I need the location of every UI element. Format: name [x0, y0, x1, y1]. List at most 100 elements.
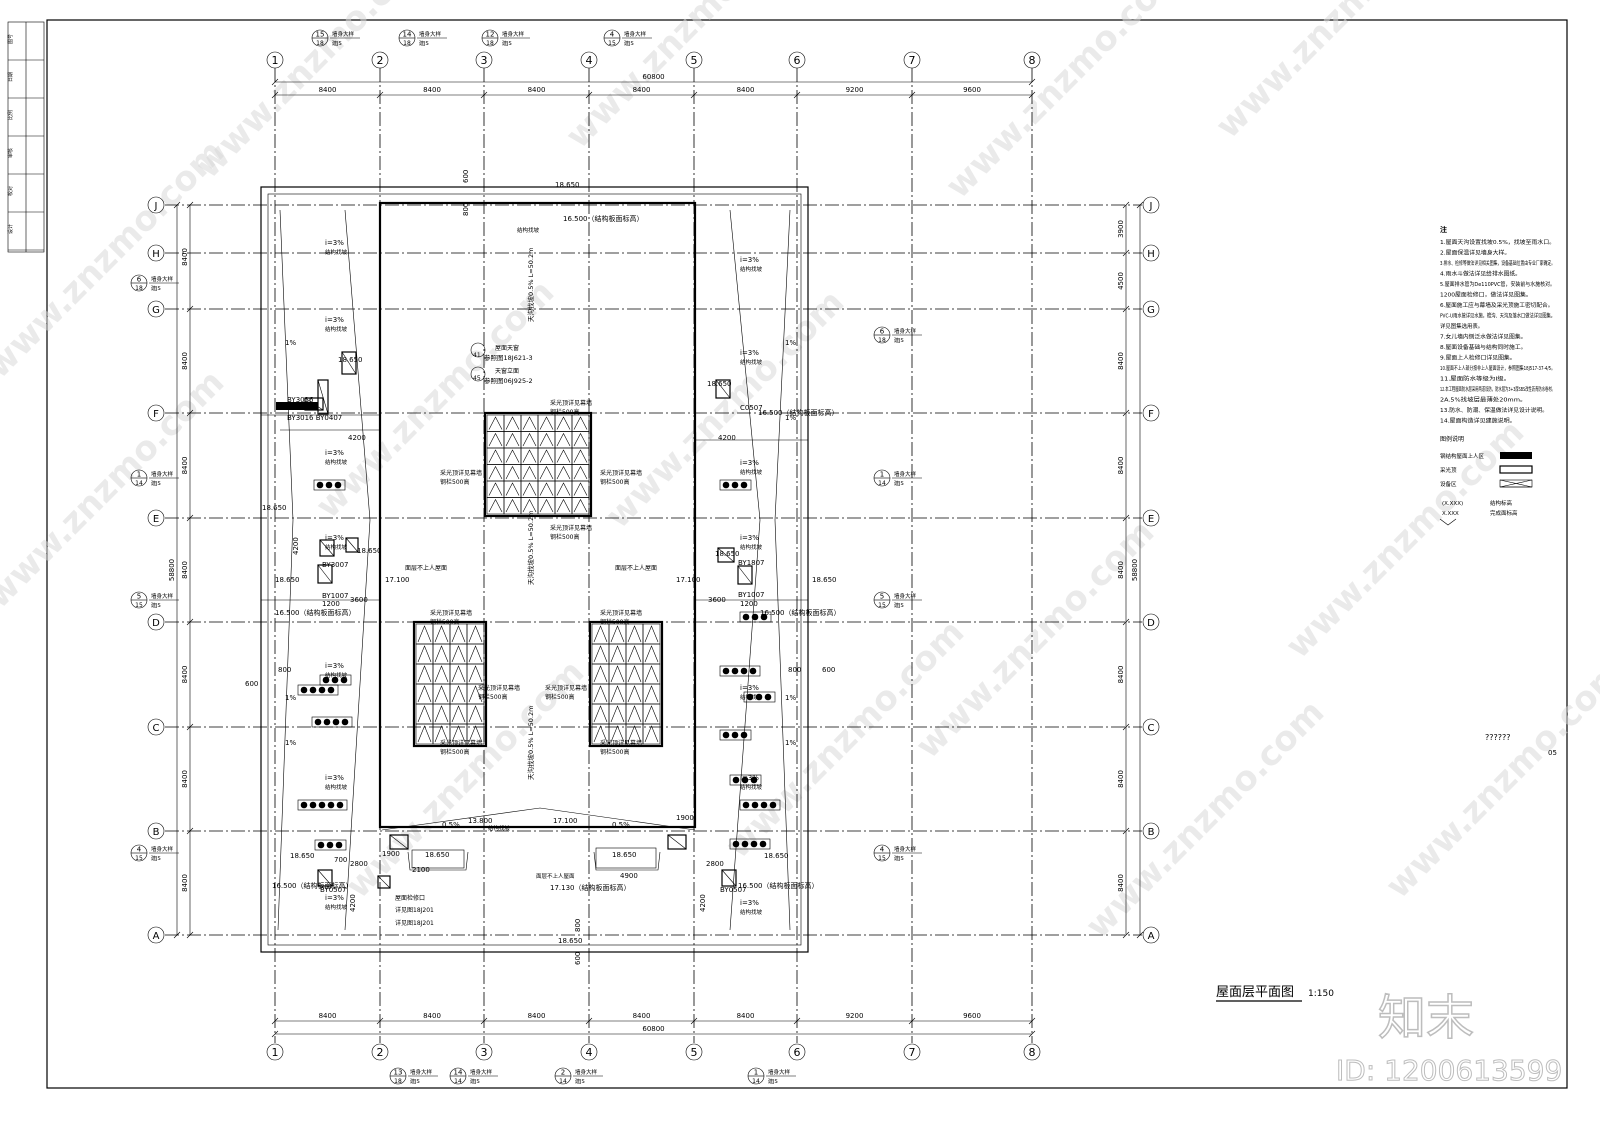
roof-finding-top: 结构找坡 — [517, 226, 540, 234]
bottom-section-mark-ref: 建JS — [575, 1078, 585, 1085]
note-line: 4.雨水斗做法详见给排水图纸。 — [1440, 270, 1521, 278]
misc-dim: 4200 — [292, 537, 300, 555]
note-line: 8.屋面设备基础与结构同时施工。 — [1440, 343, 1526, 351]
slope-finding-label: 结构找坡 — [325, 543, 348, 551]
bottom-section-mark-sheet: 14 — [559, 1078, 567, 1085]
watermark-text: www.znzmo.com — [0, 362, 232, 616]
bottom-section-mark-sheet: 14 — [454, 1078, 462, 1085]
grid-bubble-row-left — [147, 196, 165, 214]
left-section-mark-num: 5 — [137, 593, 141, 601]
vent-left-c3-frame — [319, 674, 352, 686]
grid-label-col: 6 — [794, 1046, 801, 1059]
skylight-center-pane-ridge — [522, 416, 537, 430]
skylight-right-pane-ridge — [610, 645, 625, 663]
vent-right-b2-vent — [732, 840, 740, 848]
skylight-callout-b: 钢栏500高 — [550, 533, 579, 541]
elev-roof-bottom: 17.130（结构板面标高） — [550, 883, 631, 892]
right-section-mark-label: 墙身大样 — [894, 470, 917, 478]
skylight-left-pane-ridge — [468, 625, 483, 643]
skylight-right-pane-ridge — [627, 705, 642, 723]
grid-bubble-row-right — [1142, 822, 1160, 840]
skylight-center-pane-ridge — [539, 465, 554, 480]
right-section-mark-ref: 建JS — [894, 855, 904, 862]
hatch-box — [717, 547, 735, 563]
grid-bubble-col-top — [371, 51, 389, 69]
right-section-mark-ref: 建JS — [894, 337, 904, 344]
skylight-ref-2: 参照图06J925-2 — [484, 376, 533, 385]
grid-label-row: G — [152, 305, 160, 316]
left-section-mark-sheet: 15 — [135, 855, 143, 862]
left-total-dim-tick — [173, 931, 181, 939]
bottom-span-dim-tick — [376, 1017, 384, 1025]
skylight-callout: 采光顶详见幕墙 — [600, 469, 642, 477]
slope-finding-label: 结构找坡 — [325, 325, 348, 333]
stair-tray-left — [407, 851, 469, 871]
grid-label-row: J — [1149, 201, 1153, 212]
slope-finding-label: 结构找坡 — [740, 543, 763, 551]
hatch-box-diag — [389, 834, 409, 850]
bottom-section-mark-num: 1 — [754, 1069, 758, 1077]
vent-left-b-frame — [297, 799, 348, 811]
legend-elev-b-label: 完成面标高 — [1490, 509, 1518, 517]
right-section-mark-label: 墙身大样 — [894, 845, 917, 853]
slope-finding-label: 结构找坡 — [325, 458, 348, 466]
slope-label: i=3% — [325, 449, 344, 457]
label-layer: i=3%结构找坡i=3%结构找坡i=3%结构找坡i=3%结构找坡i=3%结构找坡… — [245, 170, 841, 965]
title-cell-label: 比例 — [7, 110, 14, 120]
elev-right-b: 18.650 — [764, 852, 789, 860]
skylight-right-pane-ridge — [610, 665, 625, 683]
skylight-index-2: 45 — [473, 375, 481, 382]
right-span-dim-tick — [1122, 249, 1130, 257]
skylight-left-pane-ridge — [417, 625, 432, 643]
slope-1pct-label: 1% — [285, 739, 296, 747]
gutter-finding: 结构找坡 — [488, 824, 511, 832]
left-span-dim-text: 8400 — [181, 770, 189, 788]
top-span-dim-tick — [793, 91, 801, 99]
misc-dim: 600 — [574, 952, 582, 965]
misc-dim: 1900 — [382, 850, 400, 858]
skylight-center-pane-ridge — [488, 432, 503, 447]
slope-1pct-label: 1% — [785, 739, 796, 747]
grid-label-col: 1 — [272, 1046, 279, 1059]
elev-left-mid: 17.100 — [385, 576, 410, 584]
grid-label-col: 4 — [586, 1046, 593, 1059]
grid-bubble-col-bottom — [1023, 1043, 1041, 1061]
equipment-layer — [276, 351, 781, 889]
skylight-center-pane-ridge — [488, 498, 503, 513]
gutter-slope-left: 0.5% — [442, 821, 460, 829]
hatch-box — [389, 834, 409, 850]
right-section-mark-label: 墙身大样 — [894, 592, 917, 600]
left-span-dim-text: 8400 — [181, 666, 189, 684]
hatch-box-diag — [317, 379, 329, 415]
vent-right-d-vent — [760, 613, 768, 621]
grid-bubble-row-right — [1142, 718, 1160, 736]
hatch-box-diag — [317, 869, 333, 887]
top-section-mark-num: 12 — [486, 31, 495, 39]
elev-right-g: 18.650 — [707, 380, 732, 388]
skylight-note-1: 屋面天窗 — [495, 344, 519, 352]
skylight-center-pane-ridge — [522, 482, 537, 496]
bottom-section-mark-num: 14 — [454, 1069, 463, 1077]
vent-left-b-vent — [336, 801, 344, 809]
vent-right-b2-frame — [729, 838, 771, 850]
notes-title: 注 — [1440, 225, 1447, 234]
skylight-left-pane-ridge — [468, 685, 483, 703]
bottom-span-dim-text: 8400 — [737, 1012, 755, 1020]
grid-label-row: H — [1147, 249, 1155, 260]
sheet-ref: 05 — [1548, 749, 1557, 757]
hatch-box-diag — [319, 539, 335, 557]
right-span-dim-tick — [1122, 827, 1130, 835]
bottom-span-dim-tick — [690, 1017, 698, 1025]
left-section-mark-ref: 建JS — [151, 285, 161, 292]
right-slope-line — [729, 209, 761, 931]
skylight-callout: 采光顶详见幕墙 — [550, 399, 592, 407]
grid-label-row: H — [152, 249, 160, 260]
grid-bubble-row-right — [1142, 509, 1160, 527]
skylight-center-pane-ridge — [505, 465, 520, 480]
vent-left-c-vent — [327, 686, 335, 694]
top-section-mark-sheet: 18 — [316, 40, 324, 47]
grid-bubble-row-left — [147, 718, 165, 736]
note-line: 1.屋面天沟设置找坡0.5%，找坡至雨水口。 — [1440, 238, 1555, 246]
skylight-left-pane-ridge — [451, 645, 466, 663]
